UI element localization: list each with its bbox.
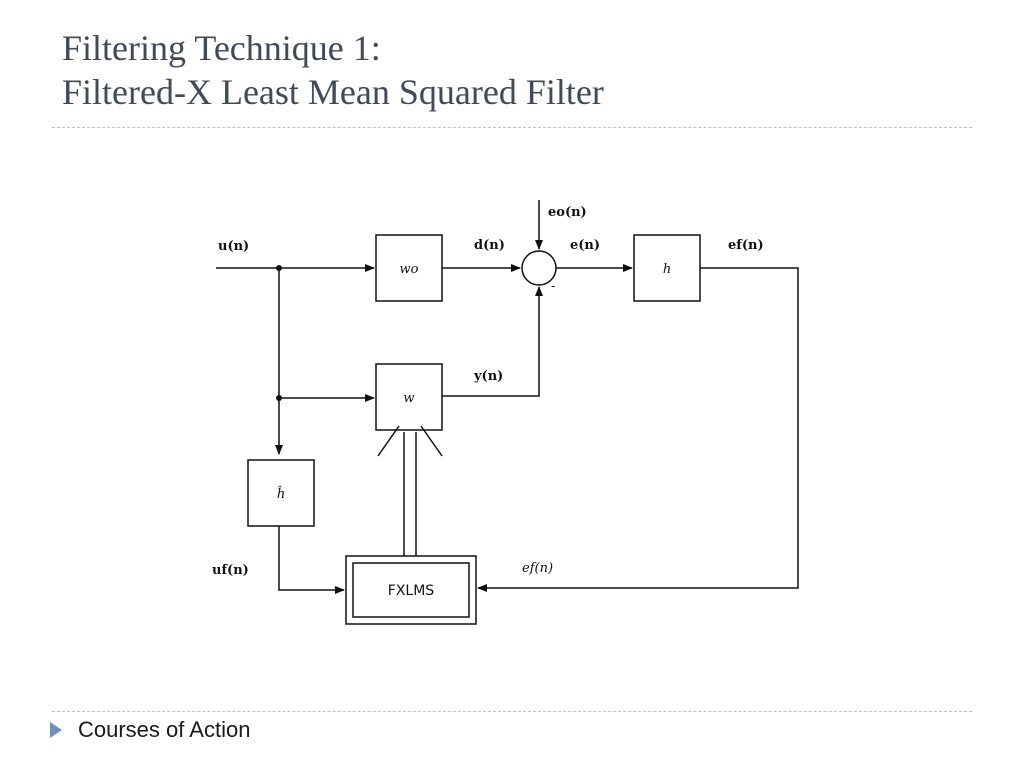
block-adaptive-filter-label: w (403, 391, 414, 406)
block-adaptive-filter (375, 363, 443, 431)
label-filtered-error-out: ef(n) (728, 238, 764, 253)
title-line-1: Filtering Technique 1: (62, 28, 381, 68)
label-desired: d(n) (474, 238, 505, 253)
title-divider (52, 127, 972, 128)
block-secondary-path-label: h (663, 262, 671, 277)
label-filtered-error-in: ef(n) (522, 561, 553, 576)
footer-bullet-text: Courses of Action (78, 717, 251, 742)
block-algorithm-inner (352, 562, 470, 618)
footer-bullet-item: Courses of Action (50, 717, 250, 743)
wire-output (442, 286, 543, 397)
slide-title: Filtering Technique 1: Filtered-X Least … (62, 26, 604, 114)
block-plant-label: wo (400, 262, 419, 277)
label-error: e(n) (570, 238, 600, 253)
block-plant (375, 234, 443, 302)
wire-filtered-error-feedback (477, 267, 799, 592)
block-secondary-path-estimate-label: ĥ (277, 486, 285, 502)
adaptation-spread-left (377, 425, 400, 457)
fxlms-block-diagram: wo d(n) - eo(n) e(n) h ef(n) ef(n) w y(n… (200, 190, 840, 650)
diagram-svg: wo d(n) - eo(n) e(n) h ef(n) ef(n) w y(n… (212, 200, 799, 625)
label-disturbance: eo(n) (548, 205, 587, 220)
label-output: y(n) (473, 369, 503, 384)
title-line-2: Filtered-X Least Mean Squared Filter (62, 72, 604, 112)
block-secondary-path-estimate (247, 459, 315, 527)
label-input: u(n) (218, 239, 249, 254)
triangle-right-icon (50, 722, 62, 738)
block-algorithm-label: FXLMS (388, 583, 435, 599)
summing-minus-sign: - (551, 279, 555, 294)
label-filtered-input: uf(n) (212, 563, 249, 578)
adaptation-spread-right (420, 425, 443, 457)
footer-divider (52, 711, 972, 712)
wire-filtered-input (278, 526, 345, 594)
